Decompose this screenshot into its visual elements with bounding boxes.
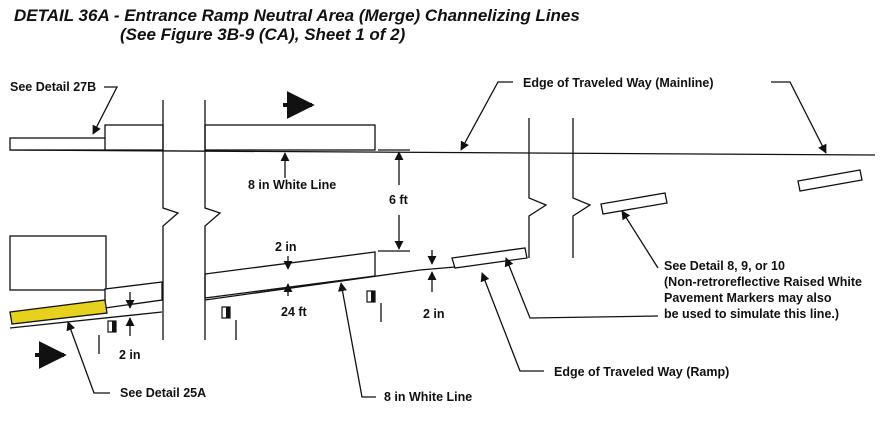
leader-edge-mainline-left — [460, 81, 513, 151]
diagram-title: DETAIL 36A - Entrance Ramp Neutral Area … — [14, 6, 580, 25]
see-detail-27b-label: See Detail 27B — [10, 80, 96, 94]
channelizing-marking-1 — [451, 247, 528, 269]
two-in-left-label: 2 in — [119, 348, 141, 362]
twenty-four-ft-label: 24 ft — [281, 305, 308, 319]
leader-edge-mainline-right — [771, 81, 827, 154]
leader-detail-25a — [66, 321, 110, 394]
raised-marker-3 — [366, 290, 376, 303]
mainline-far-marking — [797, 169, 863, 192]
white-line-top-label: 8 in White Line — [248, 178, 336, 192]
leader-edge-ramp — [480, 272, 544, 372]
mainline-edge-line — [9, 149, 876, 156]
non-retro-note-line2: Pavement Markers may also — [664, 291, 832, 305]
ramp-edge-line-mid — [204, 269, 421, 301]
channelizing-marking-2 — [600, 192, 668, 215]
two-in-top-label: 2 in — [275, 240, 297, 254]
edge-ramp-label: Edge of Traveled Way (Ramp) — [554, 365, 729, 379]
non-retro-note-line3: be used to simulate this line.) — [664, 307, 839, 321]
non-retro-note-line1: (Non-retroreflective Raised White — [664, 275, 862, 289]
leader-detail-8-9-10-upper — [621, 210, 659, 269]
ramp-edge-line-gap — [419, 266, 456, 271]
lane-block-left — [9, 235, 107, 291]
six-ft-label: 6 ft — [389, 193, 409, 207]
break-line-4 — [572, 118, 592, 258]
leader-white-line-bottom — [338, 282, 376, 398]
see-detail-25a-label: See Detail 25A — [120, 386, 206, 400]
ramp-edge-line-left — [9, 311, 163, 329]
edge-mainline-label: Edge of Traveled Way (Mainline) — [523, 76, 714, 90]
white-line-bottom-label: 8 in White Line — [384, 390, 472, 404]
leader-detail-8-9-10-lower — [504, 257, 659, 319]
lane-block-step — [104, 281, 163, 309]
white-line-top-marking — [204, 124, 376, 151]
break-line-3 — [528, 118, 548, 258]
see-detail-8-9-10-label: See Detail 8, 9, or 10 — [664, 259, 785, 273]
raised-marker-2 — [221, 306, 231, 319]
diagram-subtitle: (See Figure 3B-9 (CA), Sheet 1 of 2) — [120, 25, 406, 44]
mainline-edge-marking-left — [9, 137, 111, 151]
yellow-edge-marking — [9, 299, 108, 325]
break-line-1 — [162, 100, 180, 340]
white-line-bottom-marking — [204, 251, 376, 299]
mainline-marking-step — [104, 124, 164, 151]
break-line-2 — [204, 100, 222, 340]
raised-marker-1 — [107, 320, 117, 333]
two-in-right-label: 2 in — [423, 307, 445, 321]
leader-detail-27b — [92, 86, 119, 135]
